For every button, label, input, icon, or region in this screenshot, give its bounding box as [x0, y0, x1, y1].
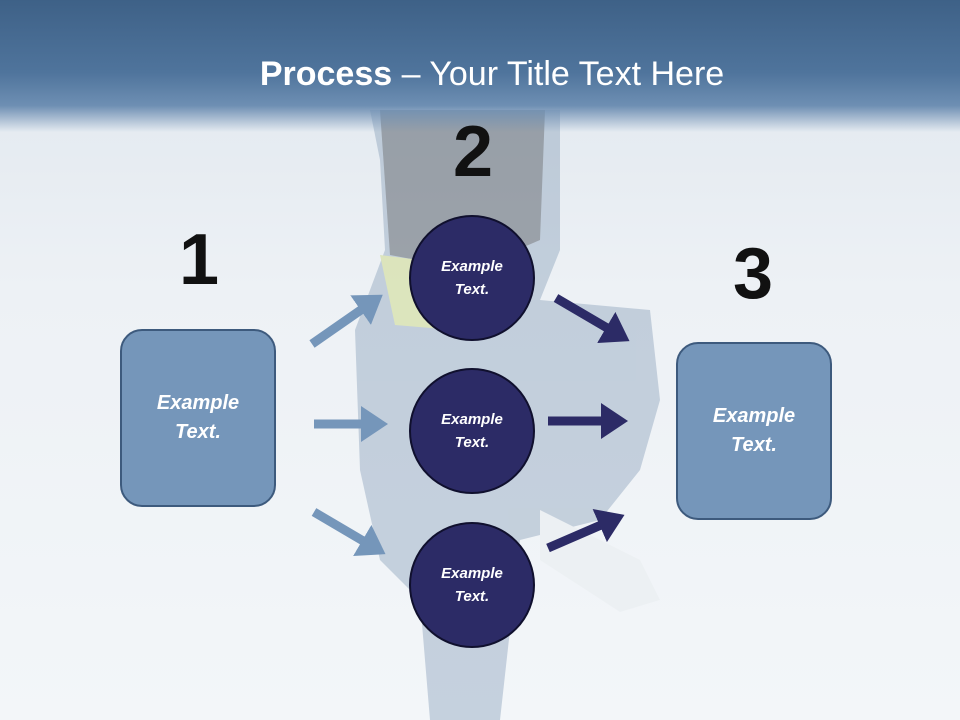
step-1-box: Example Text.	[120, 329, 276, 507]
title-bold: Process	[259, 55, 393, 93]
title-rest: – Your Title Text Here	[392, 55, 725, 93]
slide-title: Process – Your Title Text Here	[0, 52, 960, 96]
arrow-1-to-2-bottom	[311, 508, 386, 556]
step-1-text: Example Text.	[156, 392, 240, 443]
step-2-middle-text: Example Text.	[441, 411, 503, 451]
title-bar	[0, 0, 960, 132]
arrow-1-to-2-top	[309, 294, 383, 348]
step-2-top-text: Example Text.	[441, 258, 503, 298]
step-2-circle-bottom: Example Text.	[409, 522, 535, 648]
step-3-text: Example Text.	[712, 405, 796, 456]
step-2-circle-middle: Example Text.	[409, 368, 535, 494]
step-3-box: Example Text.	[676, 342, 832, 520]
step-number-1: 1	[178, 220, 220, 300]
step-2-bottom-text: Example Text.	[441, 565, 503, 605]
step-number-2: 2	[452, 112, 494, 192]
step-2-circle-top: Example Text.	[409, 215, 535, 341]
arrow-2-to-3-bottom	[546, 509, 625, 553]
arrow-2-to-3-top	[553, 294, 630, 343]
step-number-3: 3	[732, 234, 774, 314]
